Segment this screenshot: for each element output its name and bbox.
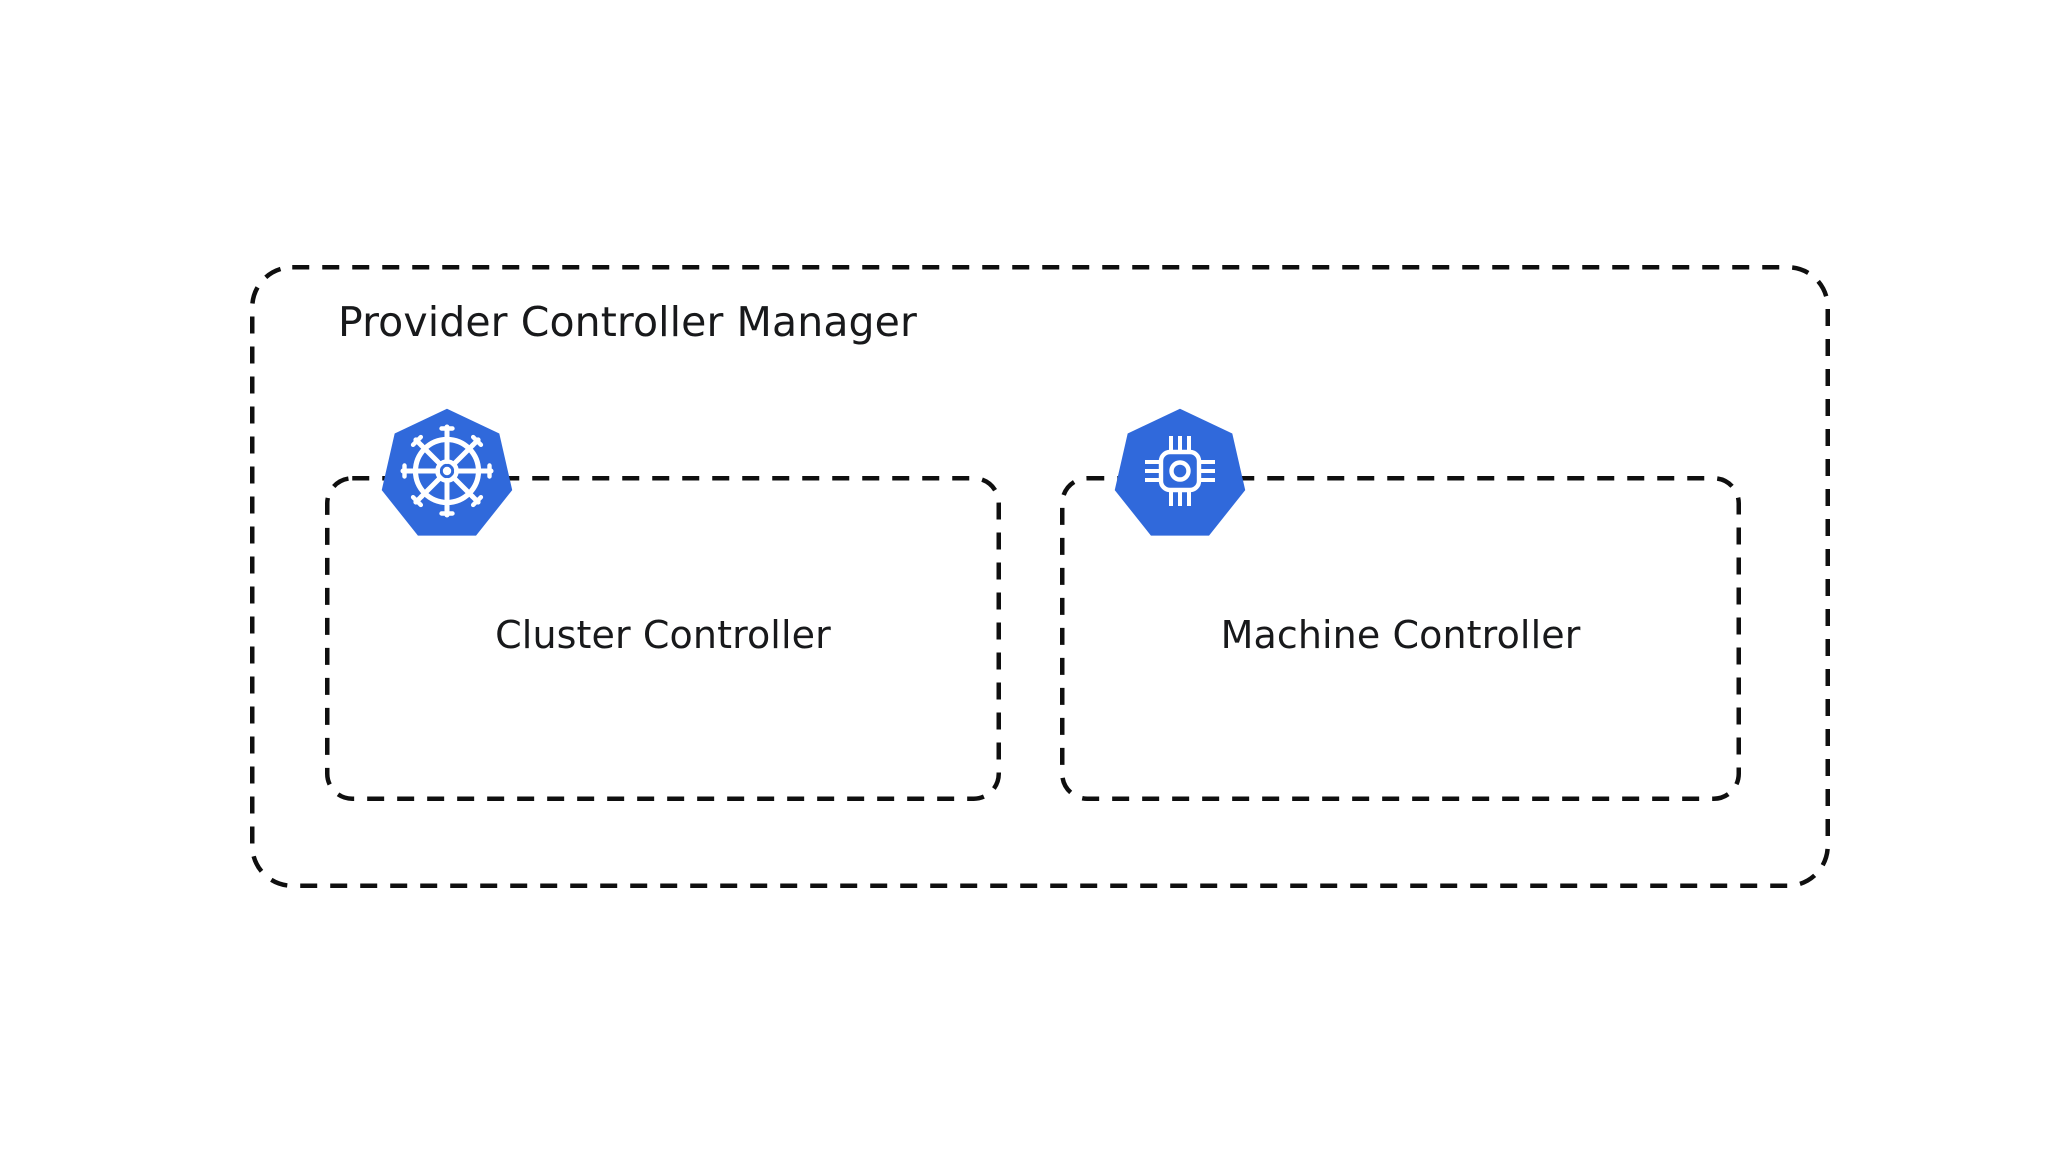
cpu-chip-icon-svg	[1114, 408, 1246, 536]
cluster-controller-label: Cluster Controller	[495, 612, 831, 657]
kubernetes-helm-icon	[381, 407, 513, 536]
kubernetes-helm-icon-svg	[381, 408, 513, 536]
provider-controller-manager-container: Provider Controller Manager	[250, 265, 1830, 888]
provider-controller-manager-title: Provider Controller Manager	[338, 298, 917, 346]
machine-controller-label: Machine Controller	[1220, 612, 1581, 657]
cpu-chip-icon	[1114, 407, 1246, 536]
